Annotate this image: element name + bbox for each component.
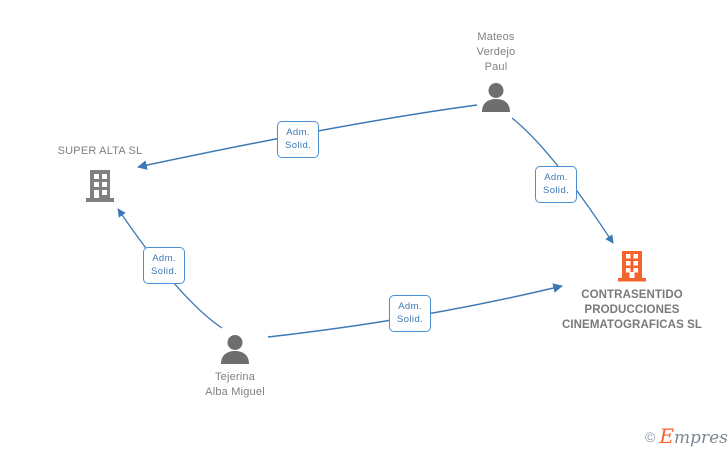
node-person-mateos-verdejo-paul[interactable]: Mateos Verdejo Paul — [396, 30, 596, 112]
node-person-tejerina-alba-miguel[interactable]: Tejerina Alba Miguel — [135, 334, 335, 400]
edge-label-mateos-superalta[interactable]: Adm. Solid. — [277, 121, 320, 158]
copyright-icon: © — [645, 428, 656, 445]
brand-name: Empresia — [659, 426, 728, 447]
building-icon — [84, 169, 116, 203]
node-label: Tejerina Alba Miguel — [205, 371, 265, 398]
node-company-contrasentido-producciones-cinematograficas-sl[interactable]: CONTRASENTIDO PRODUCCIONES CINEMATOGRAFI… — [532, 250, 728, 333]
node-label: SUPER ALTA SL — [57, 145, 143, 157]
person-icon — [479, 82, 513, 112]
node-company-super-alta-sl[interactable]: SUPER ALTA SL — [0, 144, 200, 203]
edge-label-tejerina-contrasentido[interactable]: Adm. Solid. — [389, 295, 432, 332]
empresia-watermark: © Empresia — [645, 426, 728, 447]
person-icon — [218, 334, 252, 364]
edge-label-tejerina-superalta[interactable]: Adm. Solid. — [143, 247, 186, 284]
edge-line-mateos-contrasentido — [511, 117, 614, 244]
brand-rest: mpresia — [673, 428, 728, 448]
edge-line-mateos-superalta — [137, 104, 478, 170]
building-icon — [617, 250, 647, 282]
node-label: Mateos Verdejo Paul — [476, 31, 516, 73]
node-label: CONTRASENTIDO PRODUCCIONES CINEMATOGRAFI… — [561, 289, 703, 331]
edge-line-tejerina-superalta — [117, 208, 223, 329]
edge-label-mateos-contrasentido[interactable]: Adm. Solid. — [535, 166, 578, 203]
brand-initial: E — [659, 424, 674, 448]
